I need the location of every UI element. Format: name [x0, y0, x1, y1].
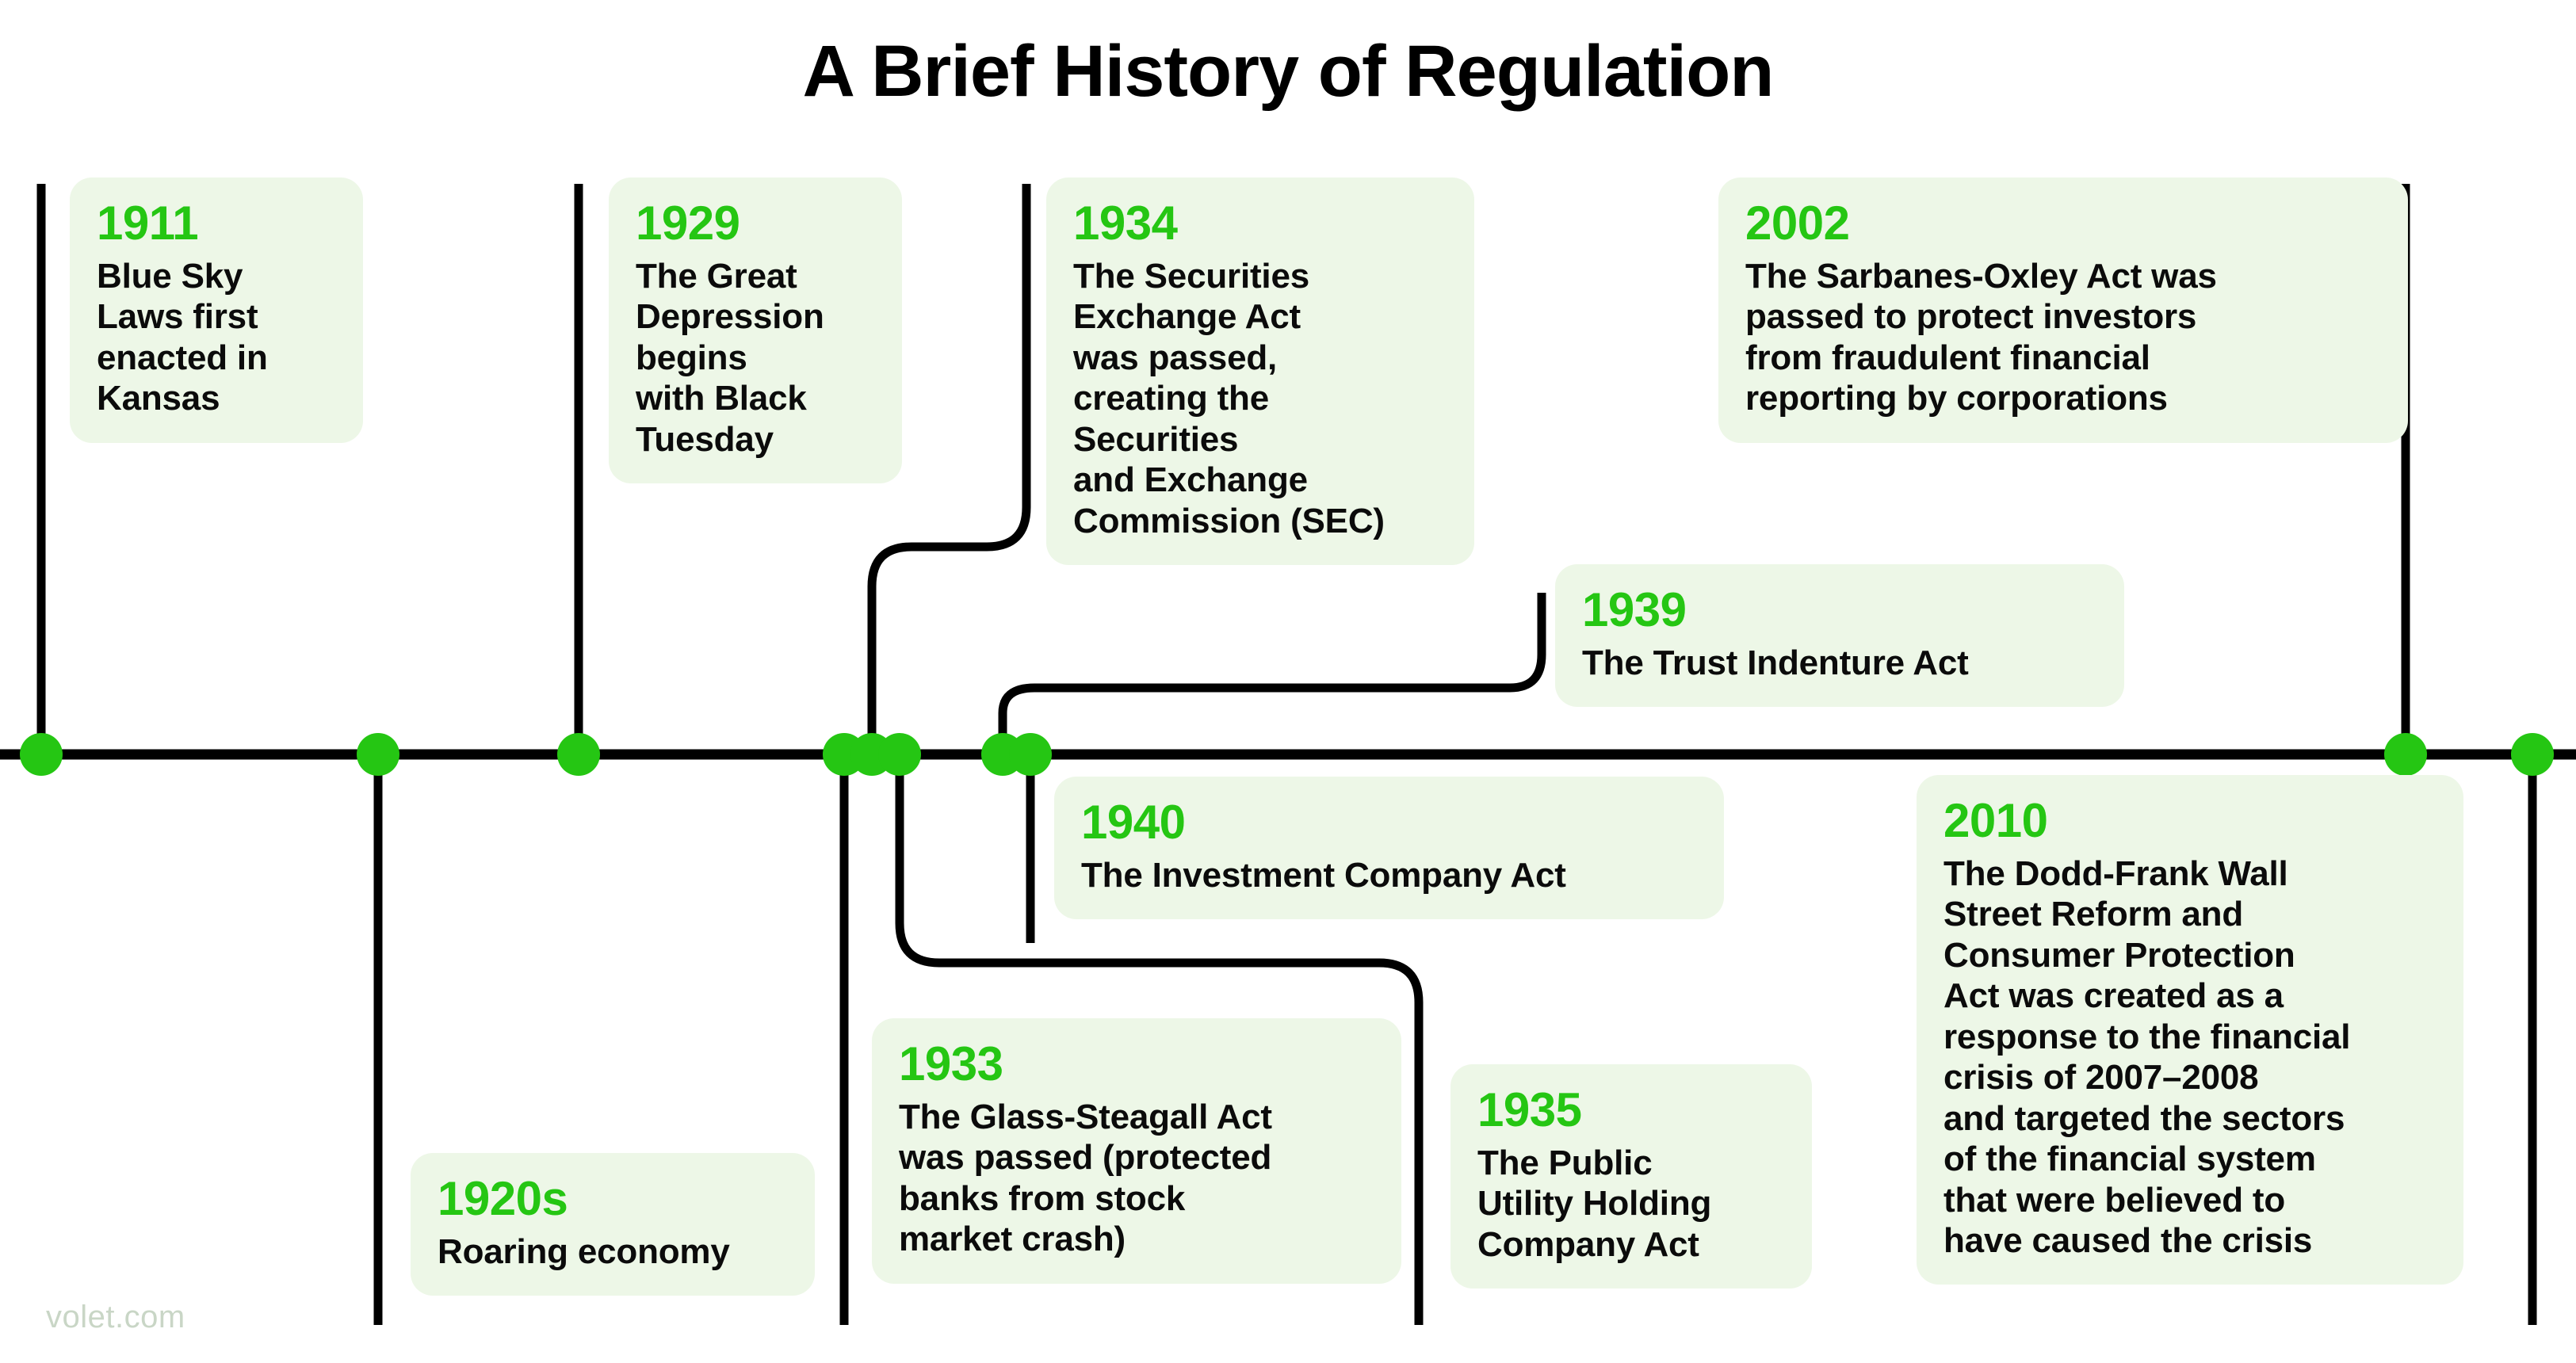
timeline-card-2010[interactable]: 2010 The Dodd-Frank Wall Street Reform a…: [1917, 775, 2463, 1285]
card-year: 2002: [1745, 197, 1850, 250]
timeline-card-1935[interactable]: 1935 The Public Utility Holding Company …: [1450, 1064, 1812, 1289]
card-body: The Public Utility Holding Company Act: [1477, 1143, 1712, 1264]
card-body: Roaring economy: [438, 1231, 730, 1271]
connector-1935: [895, 754, 1424, 1325]
timeline-card-1939[interactable]: 1939 The Trust Indenture Act: [1555, 564, 2124, 708]
card-body: The Great Depression begins with Black T…: [636, 256, 824, 459]
watermark: volet.com: [46, 1300, 185, 1334]
card-year: 2010: [1943, 794, 2048, 847]
timeline-card-1933[interactable]: 1933 The Glass-Steagall Act was passed (…: [872, 1018, 1401, 1284]
card-body: The Sarbanes-Oxley Act was passed to pro…: [1745, 256, 2217, 418]
card-year: 1940: [1081, 796, 1186, 849]
connector-1934: [867, 184, 1031, 754]
timeline-node-1911[interactable]: [20, 733, 63, 776]
card-year: 1939: [1582, 583, 1687, 636]
timeline-node-1920s[interactable]: [357, 733, 399, 776]
timeline-card-1934[interactable]: 1934 The Securities Exchange Act was pas…: [1046, 178, 1474, 566]
connector-1939: [998, 593, 1546, 754]
page-title: A Brief History of Regulation: [802, 31, 1775, 112]
card-year: 1935: [1477, 1083, 1582, 1136]
timeline-node-1935[interactable]: [878, 733, 921, 776]
card-body: The Dodd-Frank Wall Street Reform and Co…: [1943, 853, 2351, 1261]
card-year: 1911: [97, 197, 199, 250]
timeline-card-2002[interactable]: 2002 The Sarbanes-Oxley Act was passed t…: [1718, 178, 2408, 443]
card-body: The Glass-Steagall Act was passed (prote…: [899, 1097, 1272, 1259]
timeline-node-2010[interactable]: [2511, 733, 2554, 776]
card-body: Blue Sky Laws first enacted in Kansas: [97, 256, 268, 418]
timeline-card-1940[interactable]: 1940 The Investment Company Act: [1054, 777, 1724, 920]
card-body: The Securities Exchange Act was passed, …: [1073, 256, 1385, 540]
card-year: 1929: [636, 197, 740, 250]
card-year: 1934: [1073, 197, 1178, 250]
timeline-node-2002[interactable]: [2384, 733, 2427, 776]
card-body: The Trust Indenture Act: [1582, 643, 1969, 682]
timeline-card-1929[interactable]: 1929 The Great Depression begins with Bl…: [609, 178, 902, 484]
card-year: 1933: [899, 1037, 1003, 1090]
card-body: The Investment Company Act: [1081, 855, 1566, 895]
card-year: 1920s: [438, 1172, 568, 1225]
timeline-card-1911[interactable]: 1911 Blue Sky Laws first enacted in Kans…: [70, 178, 363, 443]
timeline-node-1940[interactable]: [1009, 733, 1052, 776]
timeline-node-1929[interactable]: [557, 733, 600, 776]
timeline-card-1920s[interactable]: 1920s Roaring economy: [411, 1153, 815, 1296]
